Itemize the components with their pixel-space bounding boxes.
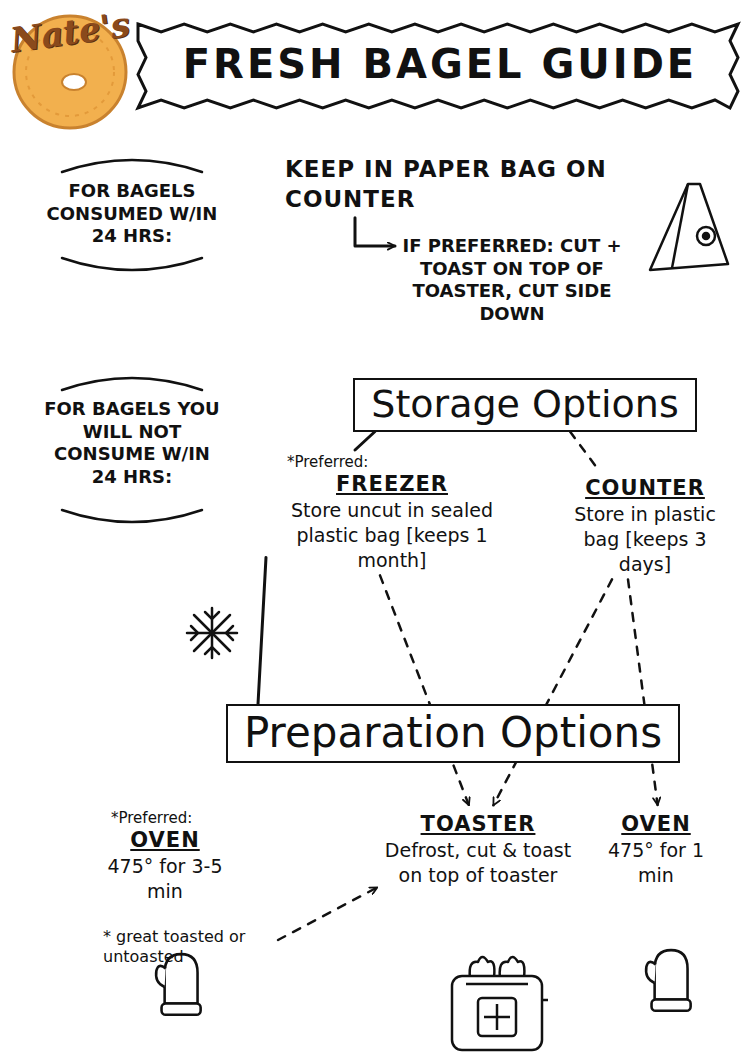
node-text: Defrost, cut & toast on top of toaster bbox=[383, 838, 573, 887]
node-text: 475° for 3-5 min bbox=[93, 854, 237, 903]
node-text: *Preferred: bbox=[269, 453, 515, 471]
section-box: Storage Options bbox=[353, 378, 696, 432]
connector bbox=[258, 557, 266, 704]
paper-bag bbox=[650, 184, 728, 270]
node-text: * great toasted or untoasted bbox=[103, 927, 275, 967]
node-text: Storage Options bbox=[371, 381, 678, 429]
storage-option: *Preferred:FREEZERStore uncut in sealed … bbox=[266, 450, 518, 575]
node-text: IF PREFERRED: CUT + TOAST ON TOP OF TOAS… bbox=[401, 235, 623, 325]
connector bbox=[355, 432, 375, 451]
node-text: Store in plastic bag [keeps 3 days] bbox=[565, 502, 725, 576]
prep-option: OVEN475° for 1 min bbox=[600, 808, 712, 891]
node-text: OVEN bbox=[93, 827, 237, 854]
prep-option: TOASTERDefrost, cut & toast on top of to… bbox=[380, 808, 576, 891]
instruction-text: KEEP IN PAPER BAG ON COUNTER bbox=[282, 152, 622, 218]
node-text: FREEZER bbox=[269, 471, 515, 498]
connector bbox=[570, 432, 600, 473]
node-text: TOASTER bbox=[383, 811, 573, 838]
connector bbox=[380, 575, 469, 805]
connector bbox=[355, 218, 395, 246]
oven-mitt bbox=[646, 950, 691, 1011]
connector bbox=[278, 887, 377, 940]
node-text: KEEP IN PAPER BAG ON COUNTER bbox=[285, 155, 619, 215]
note-text: * great toasted or untoasted bbox=[100, 924, 278, 970]
toaster-icon bbox=[452, 957, 548, 1050]
node-text: COUNTER bbox=[565, 475, 725, 502]
section-note: FOR BAGELS CONSUMED W/IN 24 HRS: bbox=[42, 180, 222, 248]
title-banner bbox=[138, 24, 738, 108]
connector bbox=[628, 579, 658, 805]
storage-option: COUNTERStore in plastic bag [keeps 3 day… bbox=[562, 472, 728, 579]
snowflake bbox=[187, 608, 237, 658]
node-text: OVEN bbox=[603, 811, 709, 838]
node-text: 475° for 1 min bbox=[603, 838, 709, 887]
node-text: Preparation Options bbox=[244, 707, 662, 760]
node-text: *Preferred: bbox=[93, 809, 237, 827]
prep-option: *Preferred:OVEN475° for 3-5 min bbox=[90, 806, 240, 907]
title: FRESH BAGEL GUIDE bbox=[183, 40, 697, 88]
section-note: FOR BAGELS YOU WILL NOT CONSUME W/IN 24 … bbox=[42, 398, 222, 488]
connector bbox=[493, 579, 612, 805]
instruction-text: IF PREFERRED: CUT + TOAST ON TOP OF TOAS… bbox=[398, 232, 626, 328]
node-text: Store uncut in sealed plastic bag [keeps… bbox=[269, 498, 515, 572]
section-box: Preparation Options bbox=[226, 704, 680, 763]
